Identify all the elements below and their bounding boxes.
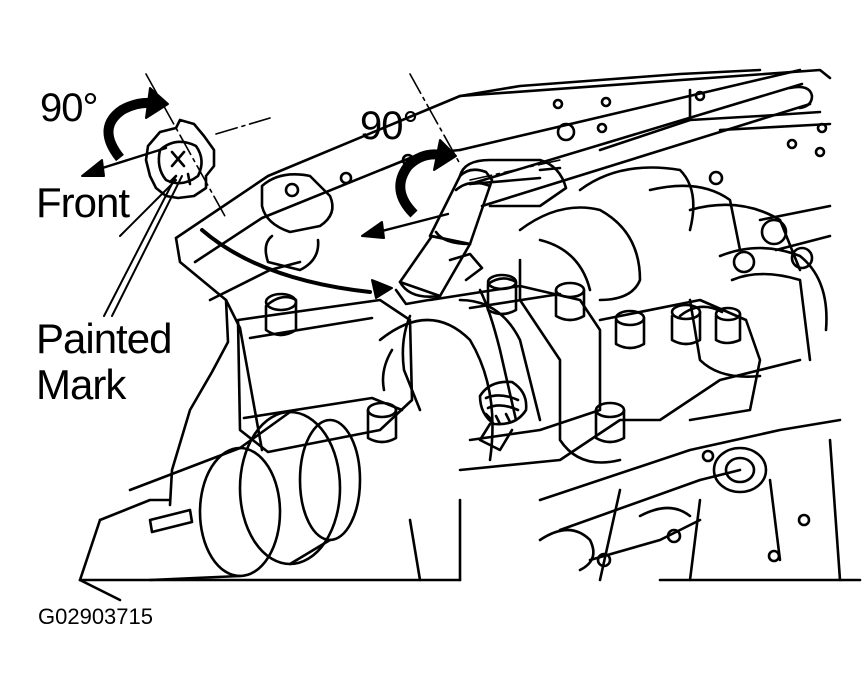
leader-lines xyxy=(103,175,372,317)
front-direction-label: Front xyxy=(36,179,130,226)
painted-mark-label-line1: Painted xyxy=(36,315,172,362)
cam-lobes xyxy=(518,166,832,378)
rotation-angle-left: 90° xyxy=(40,86,98,130)
lower-block xyxy=(78,305,862,582)
rotation-angle-right: 90° xyxy=(360,104,418,148)
front-arrow-right-icon xyxy=(376,212,450,234)
crankshaft xyxy=(78,238,622,602)
front-arrows xyxy=(81,146,450,299)
socket-wrench xyxy=(394,158,568,306)
front-arrow-left-icon xyxy=(94,146,168,172)
figure-identifier: G02903715 xyxy=(38,604,153,629)
rotate-arrow-right-icon xyxy=(395,149,448,218)
rotation-arrows xyxy=(103,87,457,218)
painted-mark-label-line2: Mark xyxy=(36,361,126,408)
sprocket-with-painted-mark xyxy=(144,118,216,200)
centerlines xyxy=(145,73,561,219)
rod-bolt xyxy=(478,380,528,452)
